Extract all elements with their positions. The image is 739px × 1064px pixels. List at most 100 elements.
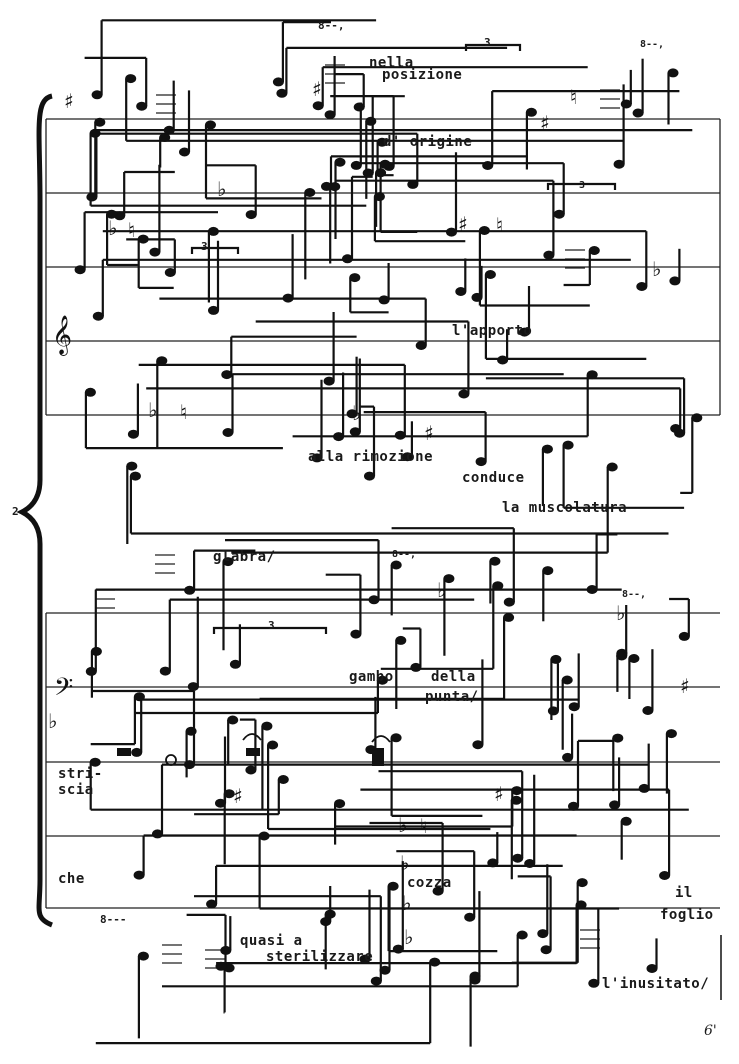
- notehead: [525, 107, 537, 117]
- notehead: [482, 161, 494, 170]
- notehead: [312, 101, 324, 111]
- triplet-mark: 3: [484, 36, 491, 49]
- lyric-word: scia: [58, 782, 94, 798]
- notehead: [376, 675, 388, 685]
- notehead: [390, 560, 402, 570]
- lyric-word: foglio: [660, 907, 714, 923]
- notehead: [89, 128, 101, 138]
- ottava-mark: 8--,: [622, 589, 647, 600]
- lyric-word: punta/: [425, 689, 479, 705]
- notehead: [443, 574, 455, 584]
- triplet-bracket: [464, 43, 522, 51]
- ottava-mark: 8---: [100, 913, 127, 926]
- notehead: [691, 413, 703, 423]
- notehead: [395, 635, 407, 645]
- notehead: [223, 789, 235, 799]
- notehead: [277, 775, 289, 784]
- accidental-icon: ♭: [400, 851, 409, 875]
- notehead: [537, 929, 549, 939]
- notehead: [349, 273, 361, 283]
- notehead: [353, 102, 365, 112]
- notehead: [620, 816, 632, 826]
- lyric-word: glabra/: [213, 549, 276, 565]
- notehead: [458, 389, 470, 399]
- notehead: [378, 295, 390, 305]
- notehead: [324, 909, 336, 919]
- accidental-icon: ♮: [128, 218, 135, 242]
- notehead: [562, 440, 574, 450]
- notehead: [86, 192, 98, 202]
- notehead: [129, 471, 141, 481]
- notehead: [632, 108, 644, 118]
- accidental-icon: ♯: [312, 77, 322, 101]
- notehead: [429, 957, 441, 967]
- notehead: [220, 945, 232, 955]
- notehead: [133, 692, 145, 702]
- notehead: [346, 409, 358, 419]
- lyric-word: la muscolatura: [502, 500, 628, 516]
- notehead: [208, 305, 219, 315]
- notehead: [561, 675, 573, 685]
- triplet-mark: 3: [201, 240, 208, 253]
- notehead: [137, 951, 149, 961]
- notehead: [334, 799, 346, 809]
- staff-lines: [45, 64, 721, 969]
- notehead: [376, 137, 388, 147]
- notehead: [638, 783, 650, 793]
- notehead: [133, 870, 145, 880]
- notehead: [258, 831, 270, 841]
- notehead: [401, 452, 413, 462]
- notehead: [215, 961, 227, 971]
- accidental-icon: ♭: [402, 891, 411, 915]
- notehead: [489, 556, 501, 566]
- accidental-icon: ♯: [233, 784, 243, 808]
- rest-block: [117, 748, 131, 756]
- lyric-word: quasi a: [240, 933, 303, 949]
- triplet-mark: 3: [579, 180, 586, 191]
- notehead: [184, 585, 196, 595]
- accidental-icon: ♭: [352, 401, 361, 425]
- accidental-icon: ♯: [680, 674, 690, 698]
- notehead: [542, 566, 554, 576]
- notehead: [156, 356, 168, 366]
- notehead: [362, 168, 374, 178]
- notehead: [126, 461, 138, 471]
- accidental-icon: ♭: [404, 925, 413, 949]
- lyric-word: l'inusitato/: [602, 976, 710, 992]
- notehead: [90, 646, 102, 656]
- notehead: [472, 740, 484, 750]
- notehead: [342, 254, 353, 264]
- notehead: [94, 117, 106, 127]
- notehead: [373, 192, 385, 202]
- notehead: [91, 90, 103, 100]
- notehead: [553, 209, 565, 219]
- notehead: [364, 471, 375, 481]
- notehead: [106, 209, 118, 219]
- bass-clef-icon: 𝄢: [54, 673, 73, 708]
- notehead: [636, 282, 648, 291]
- notehead: [586, 585, 598, 594]
- notehead: [311, 453, 323, 463]
- notehead: [455, 287, 467, 296]
- notehead: [74, 265, 86, 275]
- notehead: [206, 899, 218, 909]
- notehead: [272, 77, 284, 87]
- notehead: [324, 110, 336, 120]
- notehead: [152, 829, 163, 839]
- notehead: [646, 964, 658, 973]
- notehead: [222, 557, 234, 567]
- noteheads: [74, 68, 703, 988]
- notehead: [464, 912, 476, 922]
- notehead: [432, 886, 444, 896]
- lyric-word: cozza: [407, 875, 452, 891]
- accidental-icon: ♭: [148, 398, 157, 422]
- triplet-bracket: [212, 626, 328, 634]
- notehead: [519, 327, 530, 337]
- notehead: [267, 740, 279, 750]
- accidental-icon: ♯: [64, 89, 74, 113]
- notehead: [85, 666, 97, 676]
- accidentals: ♯♭♮♭♯♭♮♭♯♮♯♮♯♭♭♭♯♯♯♭♮♭♭♭♭: [48, 77, 690, 949]
- rest-block: [372, 748, 384, 766]
- notehead: [562, 752, 574, 762]
- notehead: [245, 210, 257, 220]
